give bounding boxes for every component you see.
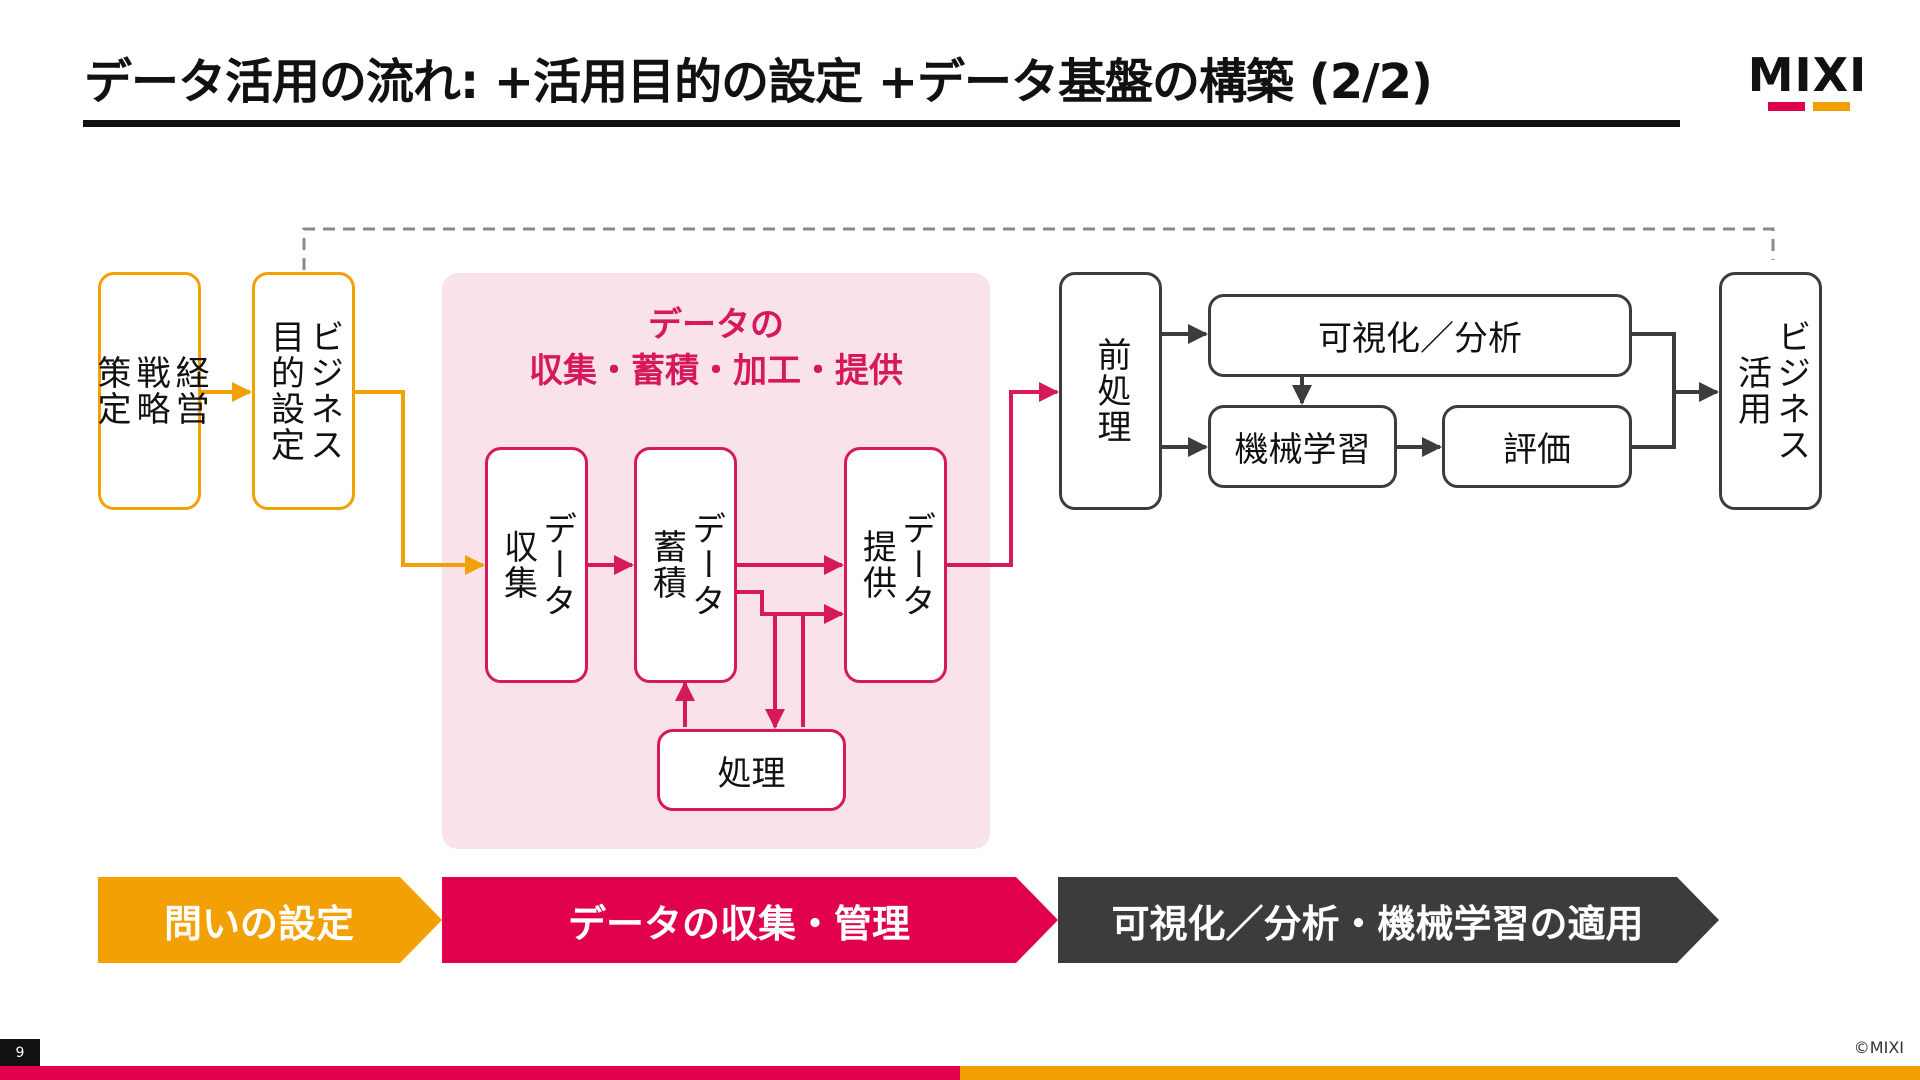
slide-title: データ活用の流れ: +活用目的の設定 +データ基盤の構築 (2/2) xyxy=(84,54,1433,110)
footer-bar-red xyxy=(0,1066,960,1080)
page-number: 9 xyxy=(0,1039,40,1066)
title-underline xyxy=(83,120,1680,127)
node-data-storage: データ 蓄積 xyxy=(634,447,737,683)
node-visualization-analysis: 可視化／分析 xyxy=(1208,294,1632,377)
data-platform-group-title: データの 収集・蓄積・加工・提供 xyxy=(529,305,903,391)
feedback-dashed-line xyxy=(302,227,1775,270)
node-preprocessing: 前処理 xyxy=(1059,272,1162,510)
phase-chevron-analysis xyxy=(1058,877,1719,963)
node-data-provision: データ 提供 xyxy=(844,447,947,683)
node-management-strategy: 経営 戦略 策定 xyxy=(91,272,209,510)
phase-label-data-management: データの収集・管理 xyxy=(567,901,910,946)
node-business-use: ビジネス 活用 xyxy=(1719,272,1822,510)
arrow-goal-to-collect xyxy=(355,390,485,575)
arrow-process-to-provide xyxy=(801,612,842,727)
node-data-collection: データ 収集 xyxy=(485,447,588,683)
logo-wordmark: MIXI xyxy=(1747,48,1868,102)
node-processing: 処理 xyxy=(657,729,846,811)
node-business-goal-setting: ビジネス 目的設定 xyxy=(252,272,355,510)
phase-chevron-data-management xyxy=(442,877,1058,963)
copyright-text: ©MIXI xyxy=(1853,1038,1904,1057)
logo-bars xyxy=(1745,102,1870,111)
phase-label-analysis: 可視化／分析・機械学習の適用 xyxy=(1111,901,1644,946)
arrow-store-to-provide-lower xyxy=(737,590,844,624)
logo-bar-red xyxy=(1768,102,1805,111)
phase-chevron-question xyxy=(98,877,442,963)
arrow-evaluate-to-merge xyxy=(1632,392,1676,449)
node-machine-learning: 機械学習 xyxy=(1208,405,1397,488)
arrow-provide-to-preprocess xyxy=(947,382,1059,567)
logo-bar-orange xyxy=(1813,102,1850,111)
node-evaluation: 評価 xyxy=(1442,405,1632,488)
mixi-logo: MIXI xyxy=(1745,52,1870,111)
phase-label-question: 問いの設定 xyxy=(163,901,354,946)
footer-bar-orange xyxy=(960,1066,1920,1080)
arrow-visualize-to-merge xyxy=(1632,332,1676,392)
